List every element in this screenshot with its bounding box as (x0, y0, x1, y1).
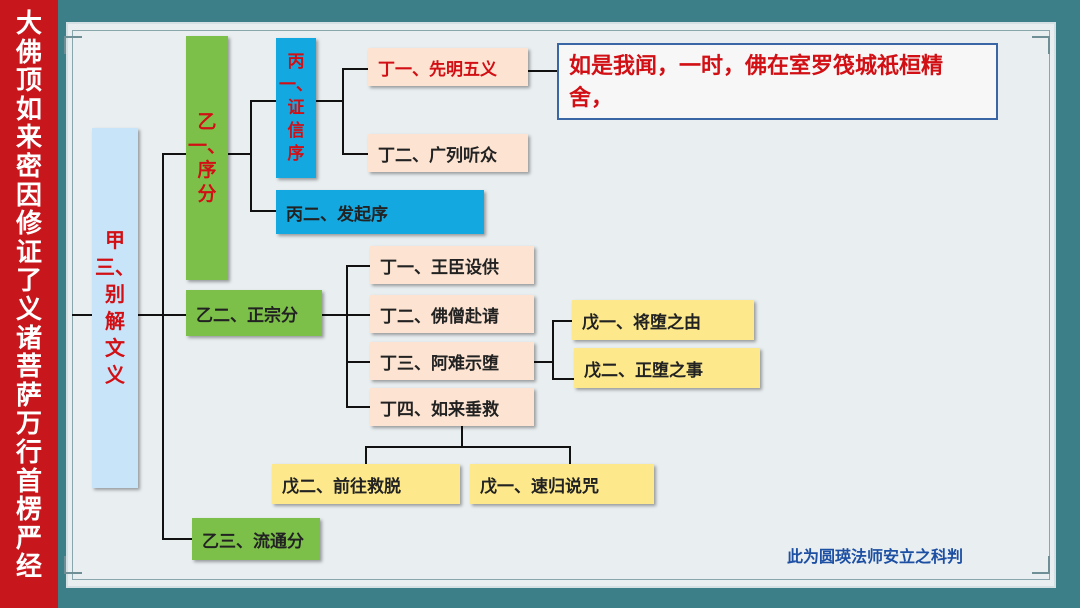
ding-node: 丁一、先明五义 (368, 48, 528, 86)
root-char: 甲 (105, 228, 125, 252)
bing1-char: 一、 (279, 74, 313, 95)
quote-box: 如是我闻，一时，佛在室罗筏城祇桓精舍， (557, 43, 998, 120)
sidebar-char: 经 (15, 552, 42, 583)
connector-line (346, 361, 370, 363)
corner-ornament (1032, 556, 1050, 574)
connector-line (162, 314, 186, 316)
sidebar-char: 萨 (15, 380, 42, 411)
sidebar-char: 顶 (15, 66, 42, 97)
sidebar-char: 菩 (15, 352, 42, 383)
connector-line (365, 446, 571, 448)
connector-line (552, 378, 574, 380)
sidebar-char: 如 (15, 94, 42, 125)
sidebar-char: 大 (15, 9, 42, 39)
connector-line (250, 100, 276, 102)
ding-node: 丁二、佛僧赴请 (370, 295, 534, 333)
sidebar-char: 修 (15, 209, 42, 240)
wu-node: 戊一、速归说咒 (470, 464, 654, 504)
yi1-char: 分 (197, 183, 217, 205)
bing2-node: 丙二、发起序 (276, 190, 484, 234)
connector-line (346, 406, 370, 408)
yi1-node: 乙 一、 序 分 (186, 36, 228, 280)
connector-line (528, 70, 558, 72)
sidebar-char: 因 (15, 180, 42, 211)
connector-line (250, 100, 252, 212)
connector-line (552, 320, 572, 322)
yi3-node: 乙三、流通分 (192, 518, 320, 560)
root-char: 解 (105, 309, 125, 333)
wu-node: 戊一、将堕之由 (572, 300, 754, 340)
connector-line (162, 538, 192, 540)
yi1-char: 序 (197, 159, 217, 181)
sidebar-char: 证 (15, 237, 42, 268)
ding-node: 丁三、阿难示堕 (370, 342, 534, 380)
connector-line (461, 426, 463, 446)
connector-line (162, 153, 186, 155)
root-char: 文 (105, 336, 125, 360)
bing1-char: 信 (287, 120, 305, 141)
root-node: 甲 三、 别 解 文 义 (92, 128, 138, 488)
connector-line (72, 314, 94, 316)
connector-line (316, 100, 344, 102)
connector-line (534, 361, 554, 363)
panel-border (72, 30, 1050, 580)
bing1-node: 丙 一、 证 信 序 (276, 38, 316, 178)
corner-ornament (1032, 36, 1050, 54)
connector-line (346, 314, 370, 316)
sidebar-char: 诸 (15, 323, 42, 354)
wu-node: 戊二、正堕之事 (574, 348, 760, 388)
connector-line (162, 153, 164, 540)
sidebar-char: 密 (15, 151, 42, 182)
ding-node: 丁一、王臣设供 (370, 246, 534, 284)
root-char: 别 (105, 282, 125, 306)
connector-line (342, 153, 368, 155)
connector-line (228, 153, 252, 155)
bing1-char: 序 (287, 143, 305, 164)
sidebar-char: 首 (15, 466, 42, 497)
connector-line (365, 446, 367, 464)
sidebar-char: 万 (15, 409, 42, 440)
sidebar-char: 了 (15, 266, 42, 297)
root-char: 义 (105, 363, 125, 387)
credit-text: 此为圆瑛法师安立之科判 (787, 547, 964, 566)
yi1-char: 乙 (197, 111, 217, 133)
root-char: 三、 (95, 255, 135, 279)
ding-node: 丁四、如来垂救 (370, 388, 534, 426)
yi1-char: 一、 (187, 135, 226, 157)
yi2-node: 乙二、正宗分 (186, 290, 322, 336)
corner-ornament (64, 36, 82, 54)
corner-ornament (64, 556, 82, 574)
sidebar-title: 大 佛 顶 如 来 密 因 修 证 了 义 诸 菩 萨 万 行 首 楞 严 经 (0, 0, 58, 608)
sidebar-char: 行 (15, 437, 42, 468)
sidebar-char: 楞 (15, 495, 42, 526)
sidebar-char: 严 (15, 523, 42, 554)
wu-node: 戊二、前往救脱 (272, 464, 460, 504)
bing1-char: 丙 (287, 51, 305, 72)
bing1-char: 证 (287, 97, 305, 118)
connector-line (569, 446, 571, 464)
sidebar-char: 来 (15, 123, 42, 154)
sidebar-char: 义 (15, 294, 42, 325)
connector-line (322, 314, 348, 316)
connector-line (342, 68, 344, 155)
ding-node: 丁二、广列听众 (368, 134, 528, 172)
sidebar-char: 佛 (15, 37, 42, 68)
connector-line (138, 314, 164, 316)
connector-line (552, 320, 554, 380)
connector-line (250, 210, 276, 212)
connector-line (346, 265, 370, 267)
connector-line (342, 68, 368, 70)
connector-line (346, 265, 348, 408)
